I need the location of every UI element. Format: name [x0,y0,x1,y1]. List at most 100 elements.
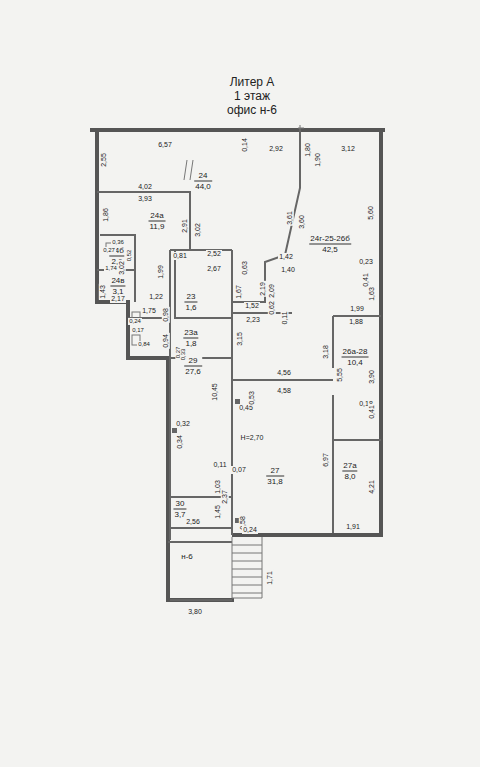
room-label: 24в3,1 [110,276,125,297]
dimension: 3,93 [137,195,153,203]
dimension: 1,67 [235,284,243,300]
room-area: 42,5 [309,244,351,255]
dimension: 2,56 [185,518,201,526]
dimension: 3,18 [322,344,330,360]
dimension: 1,99 [157,264,165,280]
dimension: 0,32 [175,420,191,428]
room-area: 27,6 [184,366,202,377]
room-area: 8,0 [342,471,357,482]
room-number: 27а [342,461,357,471]
dimension: 0,52 [127,248,134,262]
dimension: H=2,70 [240,434,265,442]
dimension: 2,19 [259,281,267,297]
dimension: 0,07 [231,466,247,474]
dimension: 10,45 [211,382,219,402]
dimension: 0,94 [162,333,170,349]
dimension: 0,17 [131,327,145,334]
title-line: Литер А [229,75,276,89]
dimension: 1,42 [278,253,294,261]
room-number: 26а-28 [342,347,369,357]
dimension: 1,45 [214,504,222,520]
dimension: 2,67 [206,265,222,273]
dimension: 0,98 [162,307,170,323]
dimension: 1,63 [368,286,376,302]
dimension: 1,91 [345,523,361,531]
dimension: 5,55 [336,367,344,383]
dimension: 3,80 [187,608,203,616]
title-line: 1 этаж [233,89,271,103]
dimension: 1,99 [349,305,365,313]
dimension: 3,61 [286,210,294,226]
room-label: 23а1,8 [183,328,198,349]
dimension: 0,63 [241,260,249,276]
dimension: 0,11 [281,310,289,325]
room-label: 24а11,9 [149,211,166,232]
dimension: 6,97 [322,452,330,468]
dimension: 3,15 [236,331,244,347]
dimension: 1,74 [104,265,118,272]
dimension: 1,86 [102,207,110,223]
dimension: 4,21 [368,479,376,495]
dimension: 1,22 [148,293,164,301]
room-number: 23а [183,328,198,338]
room-area: 1,6 [184,302,197,313]
room-label: 303,7 [173,499,186,520]
dimension: 0,11 [212,461,227,469]
dimension: 3,02 [194,222,202,238]
room-number: 24г-25-26б [309,234,351,244]
dimension: 0,53 [248,390,256,406]
dimension: 1,40 [280,266,296,274]
room-area: 10,4 [342,357,369,368]
dimension: 1,43 [99,284,107,300]
room-number: 24а [149,211,166,221]
room-label: 2731,8 [266,466,284,487]
dimension: 3,60 [298,214,306,230]
dimension: 2,17 [110,295,126,303]
dimension: 0,41 [368,404,376,420]
dimension: 1,90 [314,152,322,168]
dimension: 1,80 [304,142,312,158]
room-area: 31,8 [266,476,284,487]
room-number: 24в [110,276,125,286]
dimension: 5,60 [367,205,375,221]
room-number: 23 [184,292,197,302]
room-label: 2444,0 [194,171,212,192]
dimension: 0,84 [137,341,151,348]
dimension: 3,90 [368,369,376,385]
dimension: 2,09 [268,283,276,299]
dimension: 6,57 [157,141,173,149]
dimension: 0,34 [176,434,184,450]
dimension: 4,56 [276,369,292,377]
room-number: н-6 [180,552,194,562]
dimension: 1,88 [348,318,364,326]
dimension: 2,23 [245,316,261,324]
dimension: 0,27 [102,247,116,254]
dimension: 0,36 [111,239,125,246]
dimension: 0,24 [242,526,258,534]
room-label: 27а8,0 [342,461,357,482]
room-label: н-6 [180,552,194,562]
dimension: 2,91 [181,218,189,234]
dimension: 1,71 [266,570,274,586]
dimension: 2,55 [100,152,108,168]
room-area: 44,0 [194,181,212,192]
title-line: офис н-6 [226,103,278,117]
dimension: 4,58 [276,387,292,395]
dimension: 3,12 [340,145,356,153]
dimension: 0,14 [241,137,249,153]
dimension: 0,23 [358,258,374,266]
room-label: 26а-2810,4 [342,347,369,368]
room-label: 231,6 [184,292,197,313]
dimension: 2,37 [221,489,229,505]
dimension: 1,52 [244,302,260,310]
dimension: 0,24 [128,318,142,325]
dimension: 2,52 [206,250,222,258]
dimension: 0,81 [172,252,188,260]
room-number: 30 [173,499,186,509]
room-number: 24 [194,171,212,181]
room-label: 24г-25-26б42,5 [309,234,351,255]
dimension: 2,92 [268,145,284,153]
dimension: 0,62 [268,300,276,316]
dimension: 3,02 [118,260,126,276]
